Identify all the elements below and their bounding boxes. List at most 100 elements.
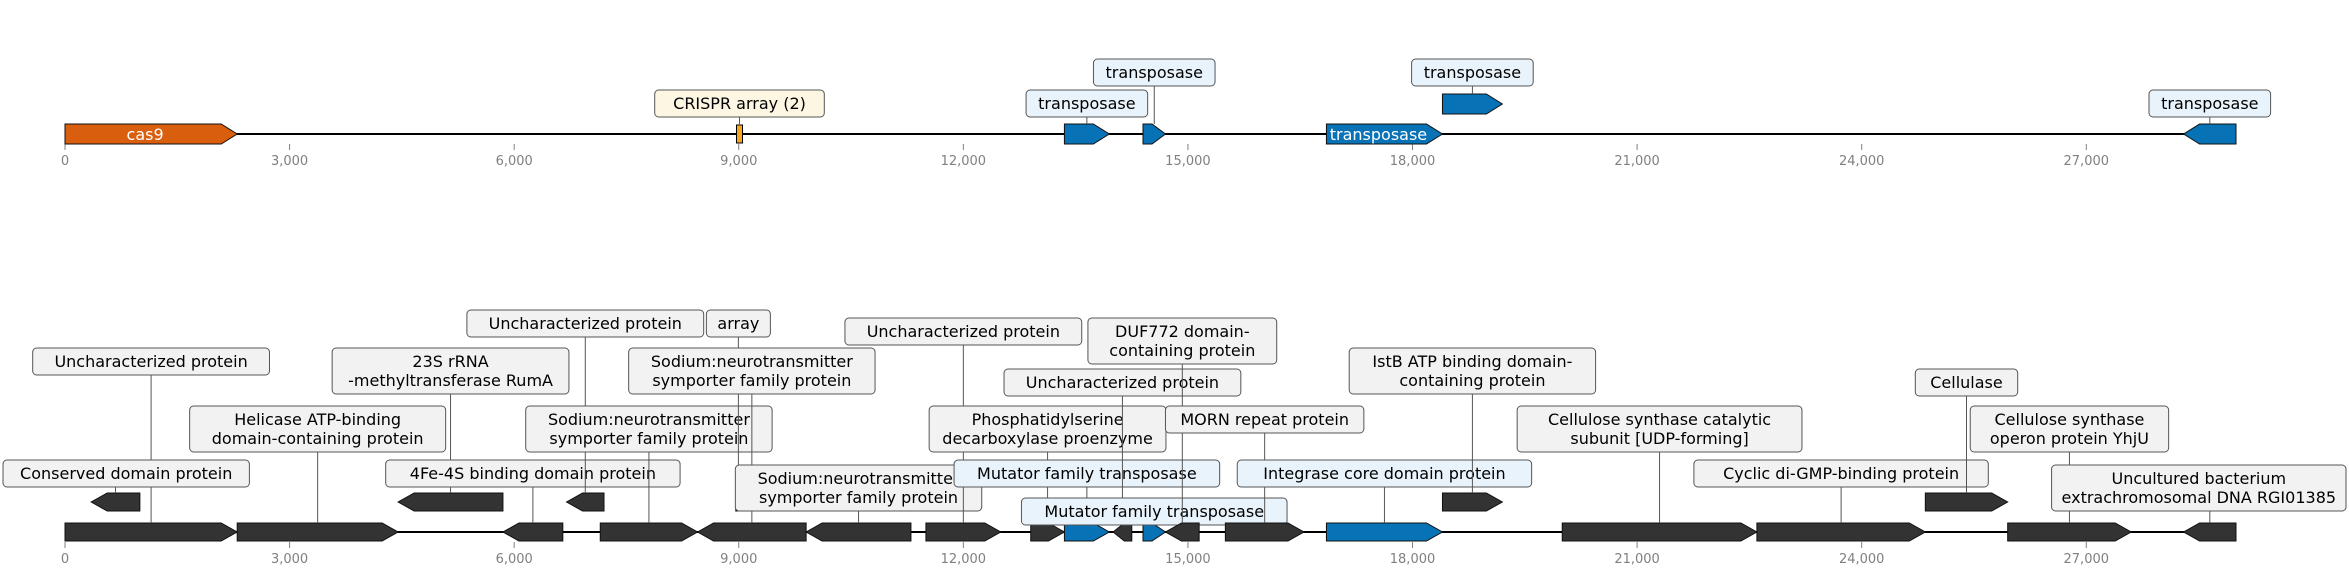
feature-gene-5[interactable]: 4Fe-4S binding domain protein xyxy=(385,459,681,542)
gene-5-label: 4Fe-4S binding domain protein xyxy=(385,459,681,488)
gene-6-shape xyxy=(565,492,605,512)
feature-gene-17[interactable]: Cyclic di-GMP-binding protein xyxy=(1693,459,1989,542)
crispr-array-shape xyxy=(736,124,744,144)
transposase-2-label-text: transposase xyxy=(1106,63,1203,82)
transposase-4-shape xyxy=(1441,93,1504,115)
top-axis-tick-label: 9,000 xyxy=(720,154,757,169)
feature-array-element[interactable]: array xyxy=(705,309,771,512)
transposase-b2-label-box xyxy=(1020,497,1288,526)
feature-gene-14[interactable]: MORN repeat protein xyxy=(1164,405,1365,542)
bottom-axis-tick-label: 3,000 xyxy=(271,552,308,567)
gene-12-shape xyxy=(1112,522,1133,542)
gene-15-label-text: IstB ATP binding domain-containing prote… xyxy=(1372,352,1572,390)
cas9-inner-label: cas9 xyxy=(127,125,164,144)
transposase-b3-label-text: Integrase core domain protein xyxy=(1263,464,1505,483)
feature-transposase-b3[interactable]: Integrase core domain protein xyxy=(1236,459,1533,542)
gene-6-label-text: Uncharacterized protein xyxy=(489,314,682,333)
feature-gene-10[interactable]: Uncharacterized protein xyxy=(844,317,1083,542)
gene-16-shape xyxy=(1561,522,1758,542)
top-axis-tick-label: 3,000 xyxy=(271,154,308,169)
gene-13-label-text: DUF772 domain-containing protein xyxy=(1109,322,1255,360)
feature-transposase-5[interactable]: transposase xyxy=(2148,89,2272,145)
top-axis-tick-label: 21,000 xyxy=(1614,154,1660,169)
feature-gene-18[interactable]: Cellulase xyxy=(1914,368,2019,512)
top-axis-tick-label: 24,000 xyxy=(1839,154,1885,169)
gene-2-label-text: Conserved domain protein xyxy=(20,464,232,483)
gene-3-shape xyxy=(236,522,400,542)
gene-17-label-text: Cyclic di-GMP-binding protein xyxy=(1723,464,1959,483)
top-axis-tick-label: 12,000 xyxy=(941,154,987,169)
feature-cas9[interactable]: cas9 xyxy=(64,123,239,145)
feature-transposase-4[interactable]: transposase xyxy=(1411,58,1534,115)
gene-2-label-box xyxy=(2,459,250,488)
gene-1-label-text: Uncharacterized protein xyxy=(54,352,247,371)
transposase-1-label-text: transposase xyxy=(1038,94,1135,113)
crispr-array-label-text: CRISPR array (2) xyxy=(673,94,806,113)
feature-gene-6[interactable]: Uncharacterized protein xyxy=(466,309,705,512)
transposase-b1-label-text: Mutator family transposase xyxy=(977,464,1197,483)
feature-gene-1[interactable]: Uncharacterized protein xyxy=(32,347,270,542)
bottom-axis-tick-label: 6,000 xyxy=(496,552,533,567)
feature-transposase-1[interactable]: transposase xyxy=(1025,89,1149,145)
feature-transposase-b1[interactable]: Mutator family transposase xyxy=(953,459,1221,542)
top-axis-tick-label: 15,000 xyxy=(1165,154,1211,169)
gene-9-shape xyxy=(805,522,912,542)
transposase-3-shape xyxy=(1325,123,1444,145)
transposase-5-label: transposase xyxy=(2148,89,2272,118)
transposase-b1-shape xyxy=(1063,522,1111,542)
feature-gene-2[interactable]: Conserved domain protein xyxy=(2,459,250,512)
gene-14-shape xyxy=(1224,522,1305,542)
gene-14-label: MORN repeat protein xyxy=(1164,405,1365,434)
bottom-axis-tick-label: 9,000 xyxy=(720,552,757,567)
top-axis-tick-label: 27,000 xyxy=(2064,154,2110,169)
crispr-array-label: CRISPR array (2) xyxy=(654,89,825,118)
gene-12-label-text: Uncharacterized protein xyxy=(1026,373,1219,392)
feature-transposase-3[interactable]: transposase xyxy=(1325,123,1444,145)
bottom-axis-tick-label: 0 xyxy=(61,552,69,567)
transposase-b2-label: Mutator family transposase xyxy=(1020,497,1288,526)
feature-gene-4[interactable]: 23S rRNA-methyltransferase RumA xyxy=(331,347,570,512)
array-element-label-text: array xyxy=(717,314,759,333)
gene-18-label: Cellulase xyxy=(1914,368,2019,397)
transposase-5-label-text: transposase xyxy=(2161,94,2258,113)
gene-7-shape xyxy=(599,522,699,542)
gene-13-shape xyxy=(1164,522,1200,542)
gene-17-label: Cyclic di-GMP-binding protein xyxy=(1693,459,1989,488)
feature-transposase-b2[interactable]: Mutator family transposase xyxy=(1020,497,1288,542)
feature-transposase-2[interactable]: transposase xyxy=(1092,58,1216,145)
top-axis-tick-label: 6,000 xyxy=(496,154,533,169)
feature-gene-12[interactable]: Uncharacterized protein xyxy=(1003,368,1242,542)
feature-crispr-array[interactable]: CRISPR array (2) xyxy=(654,89,825,144)
feature-gene-13[interactable]: DUF772 domain-containing protein xyxy=(1087,317,1278,542)
transposase-2-label: transposase xyxy=(1092,58,1216,87)
gene-8-shape xyxy=(696,522,807,542)
gene-15-shape xyxy=(1441,492,1504,512)
gene-10-label: Uncharacterized protein xyxy=(844,317,1083,346)
array-element-label: array xyxy=(705,309,771,338)
top-axis-tick-label: 0 xyxy=(61,154,69,169)
gene-10-shape xyxy=(925,522,1002,542)
gene-5-label-text: 4Fe-4S binding domain protein xyxy=(410,464,656,483)
transposase-4-label-text: transposase xyxy=(1424,63,1521,82)
feature-gene-15[interactable]: IstB ATP binding domain-containing prote… xyxy=(1348,347,1597,512)
